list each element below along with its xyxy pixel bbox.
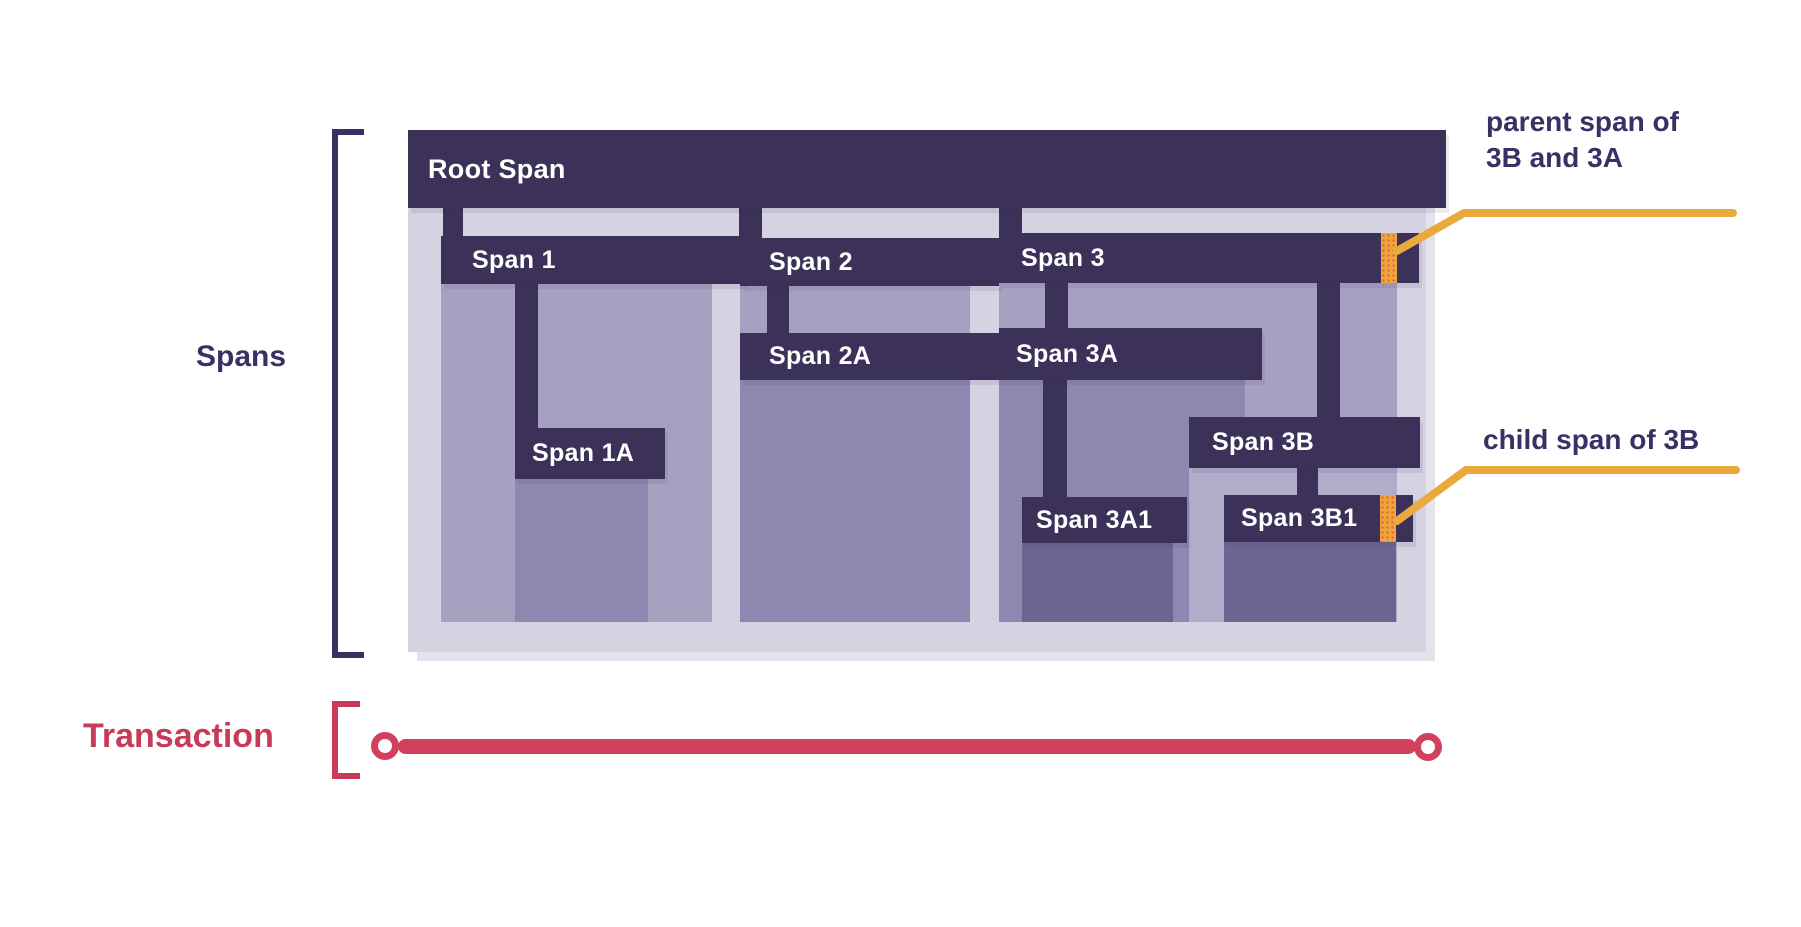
span-bar-3b: Span 3B (1189, 417, 1420, 468)
connector-span3b-to-span3b1 (1297, 468, 1318, 495)
spans-section-label: Spans (195, 340, 287, 373)
connector-root-to-span2 (739, 208, 762, 239)
span1a-duration (515, 478, 648, 622)
connector-span3-to-span3a (1045, 283, 1068, 328)
span-bar-3a1: Span 3A1 (1022, 497, 1187, 543)
connector-span1-to-span1a (515, 284, 538, 428)
annotation-line-child (1393, 466, 1740, 525)
span-bar-3: Span 3 (999, 233, 1419, 283)
connector-root-to-span3 (999, 208, 1022, 234)
annotation-line-parent (1393, 209, 1737, 255)
span-bar-1a: Span 1A (515, 428, 665, 479)
span-bar-2: Span 2 (740, 238, 999, 286)
span3a1-duration (1022, 543, 1173, 622)
span2a-duration (740, 380, 970, 622)
span3b1-child-highlight (1380, 495, 1396, 542)
transaction-section-label: Transaction (83, 717, 274, 755)
spans-bracket (332, 129, 364, 658)
annotation-child-span: child span of 3B (1483, 424, 1700, 455)
span-bar-3a: Span 3A (999, 328, 1262, 380)
annotation-parent-span: parent span of 3B and 3A (1486, 106, 1679, 173)
transaction-timeline (398, 739, 1416, 754)
connector-span3-to-span3b (1317, 283, 1340, 417)
timeline-start-circle (371, 732, 399, 760)
connector-span3a-to-span3a1 (1043, 380, 1067, 497)
span-bar-1: Span 1 (441, 236, 743, 284)
span3-parent-highlight (1381, 233, 1397, 283)
connector-span2-to-span2a (767, 286, 789, 333)
connector-root-to-span1 (443, 208, 463, 237)
transaction-bracket (332, 701, 360, 779)
span-bar-root: Root Span (408, 130, 1446, 208)
timeline-end-circle (1414, 733, 1442, 761)
span-bar-2a: Span 2A (740, 333, 999, 380)
span3b1-duration (1224, 542, 1396, 622)
